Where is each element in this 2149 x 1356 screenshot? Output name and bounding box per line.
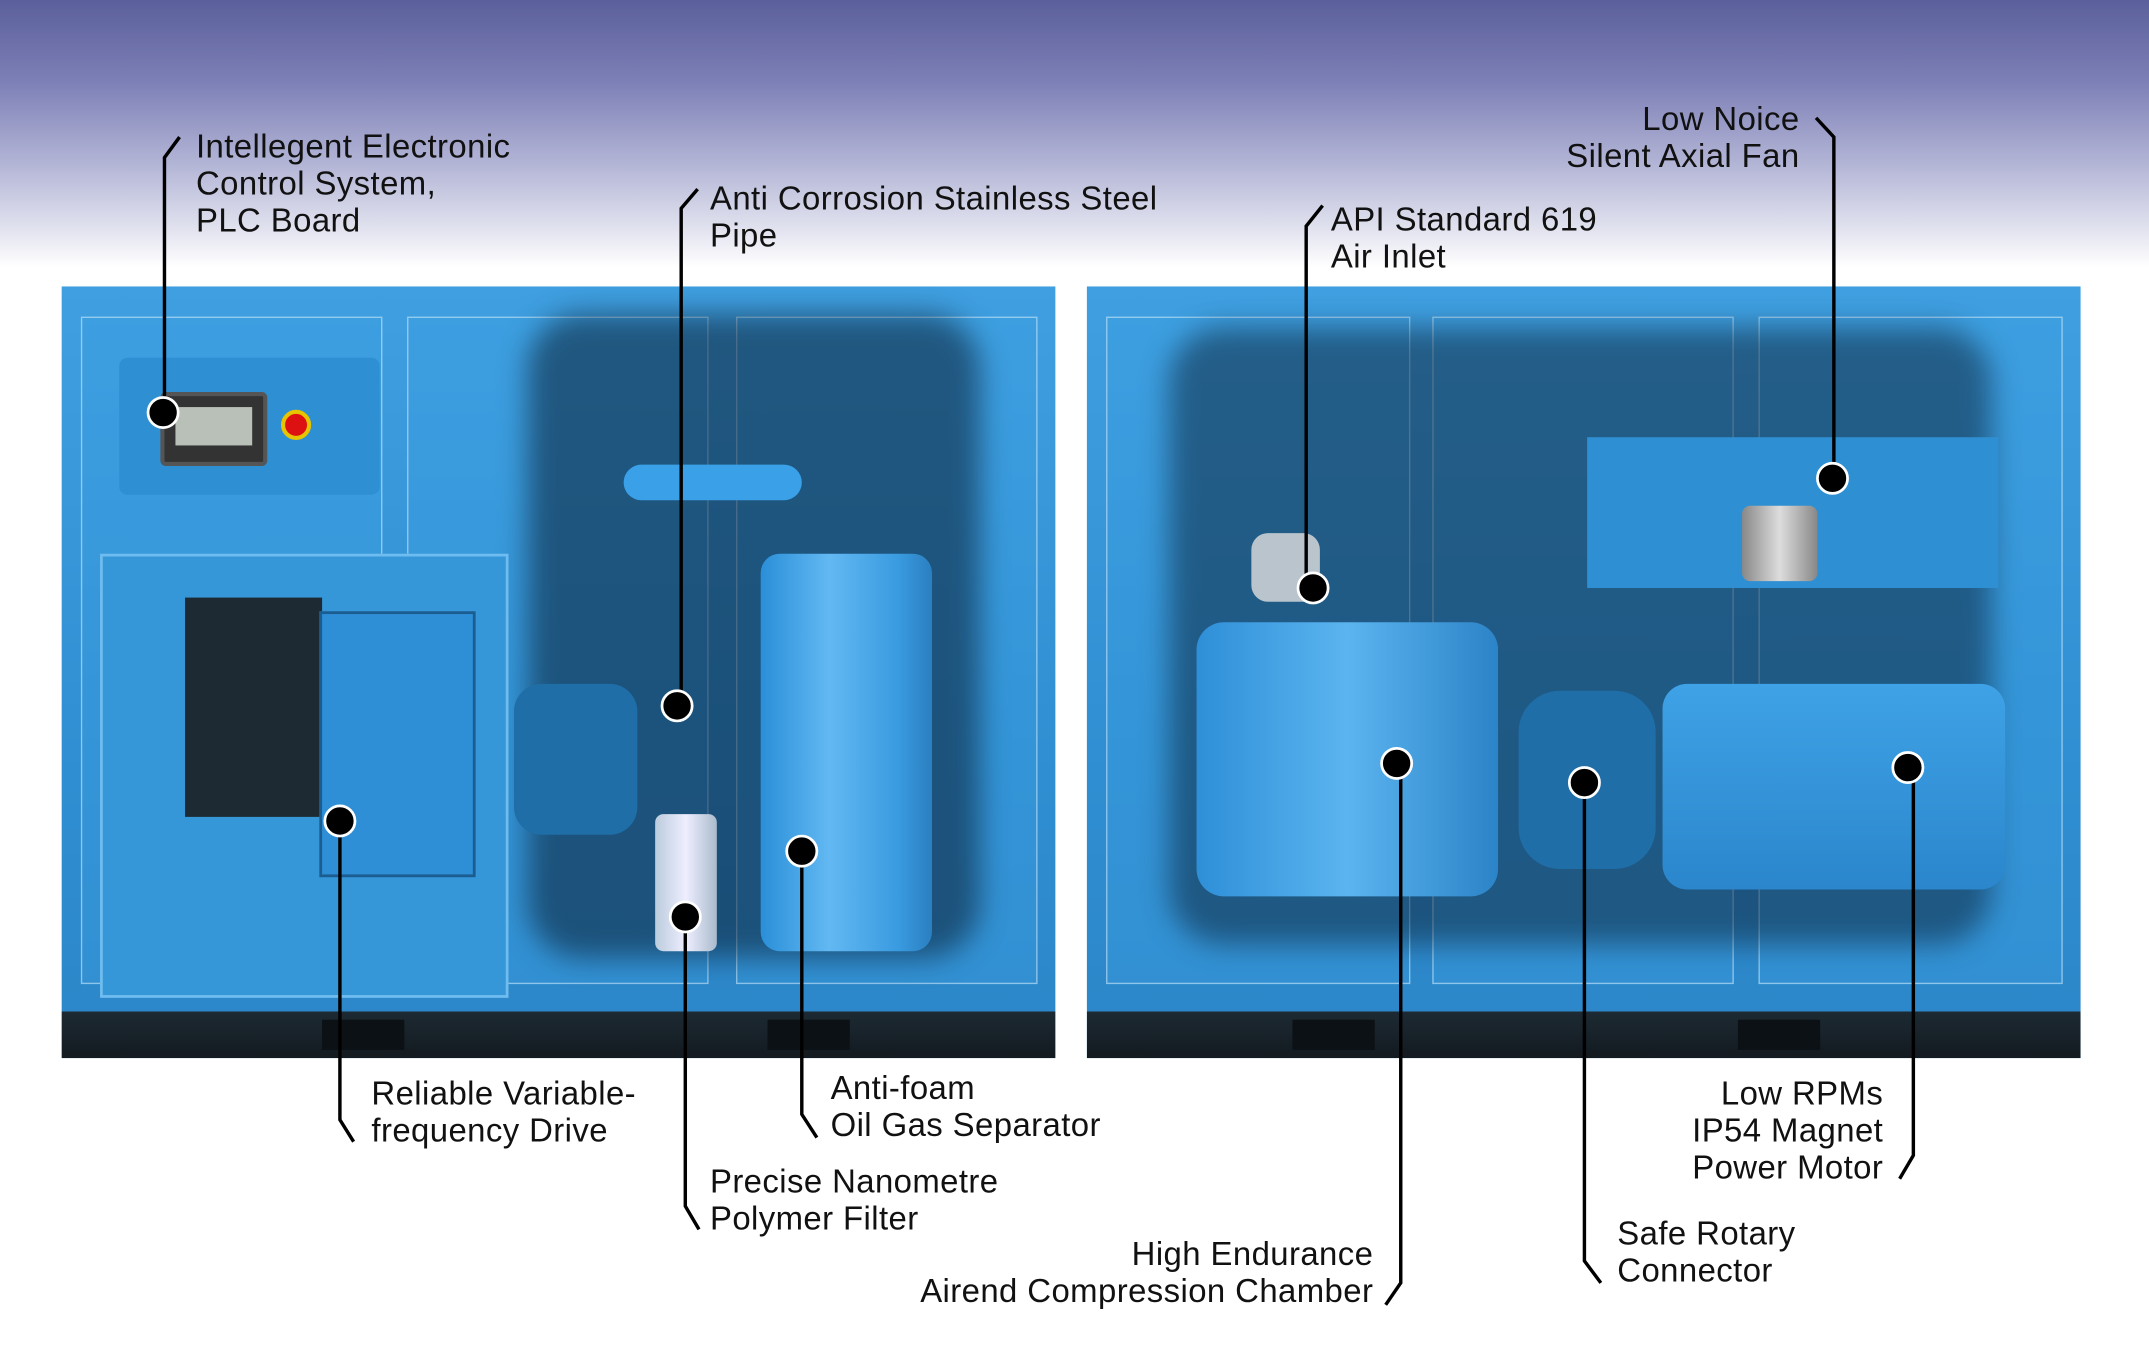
- label-rotary-connector: Safe Rotary Connector: [1617, 1216, 1795, 1290]
- leader-vfd: [338, 820, 356, 1143]
- label-axial-fan: Low Noice Silent Axial Fan: [1566, 101, 1799, 175]
- marker-dot: [1567, 766, 1601, 800]
- electrical-cabinet: [100, 553, 509, 998]
- label-line: Anti-foam: [830, 1070, 976, 1108]
- power-motor: [1662, 683, 2006, 890]
- circuit-board: [185, 597, 323, 817]
- label-polymer-filter: Precise Nanometre Polymer Filter: [710, 1164, 999, 1238]
- label-line: Precise Nanometre: [709, 1163, 999, 1201]
- emergency-stop-button: [280, 409, 312, 440]
- label-line: Oil Gas Separator: [830, 1107, 1101, 1145]
- motor-fan: [513, 683, 638, 835]
- label-line: API Standard 619: [1330, 201, 1598, 239]
- marker-dot: [1296, 571, 1330, 605]
- label-airend: High Endurance Airend Compression Chambe…: [920, 1236, 1373, 1310]
- label-line: Anti Corrosion Stainless Steel: [709, 180, 1158, 218]
- label-line: frequency Drive: [371, 1112, 608, 1150]
- label-line: Intellegent Electronic: [195, 128, 511, 166]
- marker-dot: [323, 804, 357, 838]
- label-line: Connector: [1617, 1252, 1773, 1290]
- label-line: Low RPMs: [1720, 1075, 1884, 1113]
- label-line: Power Motor: [1692, 1149, 1884, 1187]
- marker-dot: [1380, 746, 1414, 780]
- marker-dot: [660, 689, 694, 723]
- label-line: Low Noice: [1642, 101, 1800, 139]
- label-stainless-pipe: Anti Corrosion Stainless Steel Pipe: [710, 181, 1157, 255]
- leader-filter: [683, 916, 701, 1231]
- label-line: Silent Axial Fan: [1566, 138, 1800, 176]
- label-line: Reliable Variable-: [371, 1075, 637, 1113]
- label-air-inlet: API Standard 619 Air Inlet: [1331, 201, 1597, 275]
- oil-gas-separator-tank: [760, 553, 933, 952]
- label-vfd: Reliable Variable- frequency Drive: [371, 1076, 636, 1150]
- stainless-pipe: [623, 464, 802, 501]
- control-panel: [119, 357, 380, 495]
- label-line: PLC Board: [195, 202, 361, 240]
- leader-control: [162, 136, 181, 413]
- leader-rotary: [1582, 782, 1603, 1284]
- plc-screen: [160, 391, 268, 467]
- leader-fan: [1814, 116, 1836, 479]
- marker-dot: [1816, 461, 1849, 495]
- label-line: Airend Compression Chamber: [920, 1273, 1374, 1311]
- marker-dot: [1891, 751, 1925, 784]
- leader-motor: [1898, 767, 1916, 1180]
- label-line: Pipe: [709, 217, 778, 255]
- label-line: Air Inlet: [1330, 238, 1447, 276]
- marker-dot: [668, 900, 702, 934]
- marker-dot: [785, 834, 819, 868]
- label-line: Polymer Filter: [709, 1200, 919, 1238]
- label-line: Safe Rotary: [1617, 1215, 1796, 1253]
- base-frame: [61, 1011, 1056, 1059]
- label-control-system: Intellegent Electronic Control System, P…: [196, 129, 510, 240]
- label-power-motor: Low RPMs IP54 Magnet Power Motor: [1692, 1076, 1883, 1187]
- axial-fan: [1742, 505, 1818, 582]
- label-line: High Endurance: [1131, 1236, 1374, 1274]
- label-oil-gas-separator: Anti-foam Oil Gas Separator: [831, 1070, 1101, 1144]
- label-line: IP54 Magnet: [1692, 1112, 1884, 1150]
- marker-dot: [146, 396, 180, 429]
- compressor-left-view: [61, 286, 1056, 1059]
- leader-pipe: [679, 188, 699, 706]
- leader-airend: [1384, 763, 1403, 1306]
- leader-air-inlet: [1304, 204, 1324, 588]
- leader-separator: [800, 851, 819, 1139]
- label-line: Control System,: [195, 165, 437, 203]
- airend: [1196, 622, 1499, 897]
